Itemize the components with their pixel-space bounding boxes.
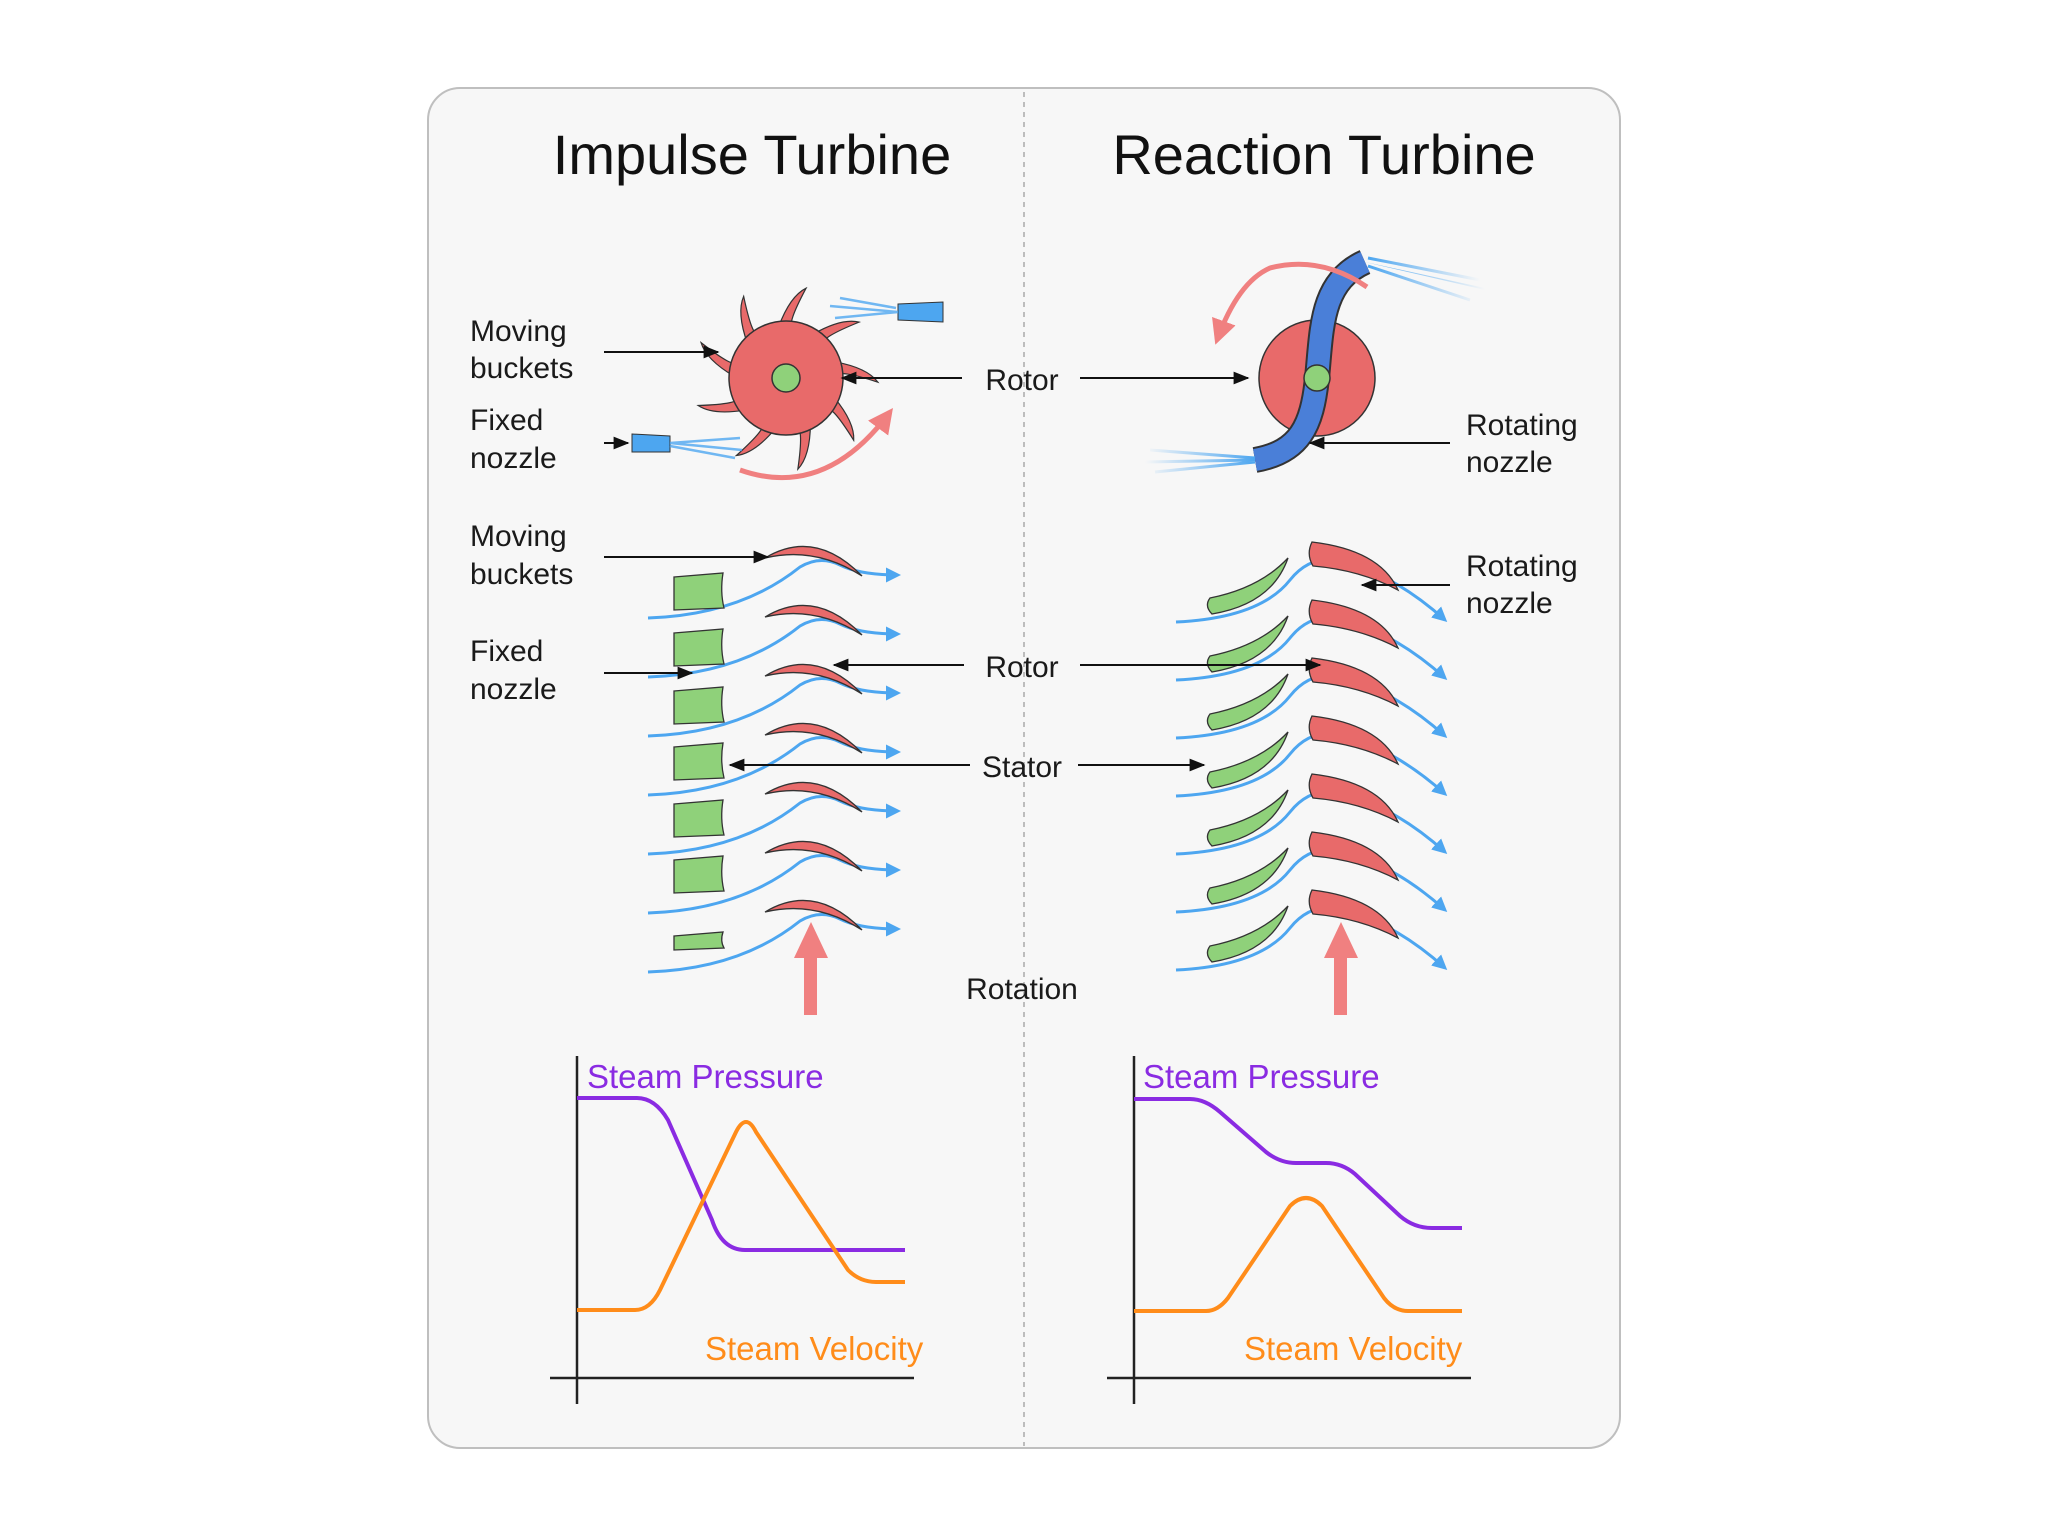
steam-jet-bottom-icon xyxy=(1144,448,1256,474)
impulse-pressure-label: Steam Pressure xyxy=(587,1058,824,1095)
impulse-rotor-bucket-icon xyxy=(764,899,863,931)
fixed-nozzle-top-icon xyxy=(829,296,944,323)
label-rotating-nozzle-top-1: Rotating xyxy=(1466,409,1578,442)
reaction-blade-cascade xyxy=(1175,541,1448,972)
reaction-rotor-wheel xyxy=(1252,250,1376,473)
rotation-up-arrow-left-icon xyxy=(794,922,828,1015)
reaction-velocity-curve xyxy=(1134,1196,1462,1313)
steam-flow-line xyxy=(647,854,901,915)
label-moving-buckets-top-2: buckets xyxy=(470,352,573,385)
label-rotating-nozzle-mid-2: nozzle xyxy=(1466,587,1553,620)
impulse-rotor-bucket-icon xyxy=(764,781,863,813)
reaction-pressure-curve xyxy=(1134,1097,1462,1230)
impulse-fixed-nozzle-icon xyxy=(673,742,725,781)
reaction-rotor-blade-icon xyxy=(1308,541,1400,592)
steam-flow-line xyxy=(647,677,901,738)
steam-flow-line xyxy=(647,913,901,974)
label-fixed-nozzle-top-2: nozzle xyxy=(470,442,557,475)
reaction-rotor-blade-icon xyxy=(1308,889,1400,940)
reaction-rotor-blade-icon xyxy=(1308,715,1400,766)
reaction-rotation-arrow-icon xyxy=(1212,261,1369,345)
impulse-turbine-title: Impulse Turbine xyxy=(553,123,951,186)
label-moving-buckets-top-1: Moving xyxy=(470,315,567,348)
reaction-stator-blade-icon xyxy=(1206,847,1289,905)
impulse-fixed-nozzle-icon xyxy=(673,628,725,667)
reaction-rotor-blade-icon xyxy=(1308,657,1400,708)
impulse-pressure-velocity-plot: Steam Pressure Steam Velocity xyxy=(550,1056,924,1404)
impulse-rotor-bucket-icon xyxy=(764,545,863,577)
reaction-rotor-blade-icon xyxy=(1308,831,1400,882)
label-rotor-top: Rotor xyxy=(985,364,1058,397)
reaction-velocity-label: Steam Velocity xyxy=(1244,1330,1463,1367)
label-rotating-nozzle-mid-1: Rotating xyxy=(1466,550,1578,583)
impulse-fixed-nozzle-icon xyxy=(673,686,725,725)
impulse-velocity-curve xyxy=(577,1120,905,1312)
impulse-fixed-nozzle-icon xyxy=(673,931,726,951)
reaction-stator-blade-icon xyxy=(1206,905,1289,963)
label-fixed-nozzle-top-1: Fixed xyxy=(470,404,543,437)
reaction-stator-blade-icon xyxy=(1206,731,1289,789)
label-rotating-nozzle-top-2: nozzle xyxy=(1466,446,1553,479)
reaction-stator-blade-icon xyxy=(1206,673,1289,731)
impulse-rotor-bucket-icon xyxy=(764,604,863,636)
steam-flow-line xyxy=(647,795,901,856)
impulse-rotor-bucket-icon xyxy=(764,840,863,872)
reaction-stator-blade-icon xyxy=(1206,789,1289,847)
steam-jet-top-icon xyxy=(1365,262,1485,290)
label-fixed-nozzle-mid-1: Fixed xyxy=(470,635,543,668)
impulse-rotor-bucket-icon xyxy=(764,722,863,754)
rotation-arrow-icon xyxy=(739,407,893,481)
label-moving-buckets-mid-1: Moving xyxy=(470,520,567,553)
reaction-pressure-velocity-plot: Steam Pressure Steam Velocity xyxy=(1107,1056,1471,1404)
label-rotor-mid: Rotor xyxy=(985,651,1058,684)
impulse-pressure-curve xyxy=(577,1096,905,1252)
label-moving-buckets-mid-2: buckets xyxy=(470,558,573,591)
label-rotation: Rotation xyxy=(966,973,1078,1006)
reaction-rotor-blade-icon xyxy=(1308,599,1400,650)
rotation-up-arrow-right-icon xyxy=(1324,922,1358,1015)
impulse-fixed-nozzle-icon xyxy=(673,799,725,838)
impulse-velocity-label: Steam Velocity xyxy=(705,1330,924,1367)
steam-flow-line xyxy=(647,559,901,620)
impulse-fixed-nozzle-icon xyxy=(673,572,725,611)
steam-jet-lines-top-icon xyxy=(1367,256,1481,302)
label-stator: Stator xyxy=(982,751,1062,784)
steam-flow-line xyxy=(647,618,901,679)
fixed-nozzle-bottom-icon xyxy=(631,433,743,460)
reaction-pressure-label: Steam Pressure xyxy=(1143,1058,1380,1095)
label-fixed-nozzle-mid-2: nozzle xyxy=(470,673,557,706)
impulse-blade-cascade xyxy=(647,545,901,974)
reaction-stator-blade-icon xyxy=(1206,557,1289,615)
impulse-rotor-bucket-icon xyxy=(764,663,863,695)
impulse-fixed-nozzle-icon xyxy=(673,855,725,894)
reaction-rotor-blade-icon xyxy=(1308,773,1400,824)
reaction-turbine-title: Reaction Turbine xyxy=(1112,123,1535,186)
steam-flow-line xyxy=(647,736,901,797)
